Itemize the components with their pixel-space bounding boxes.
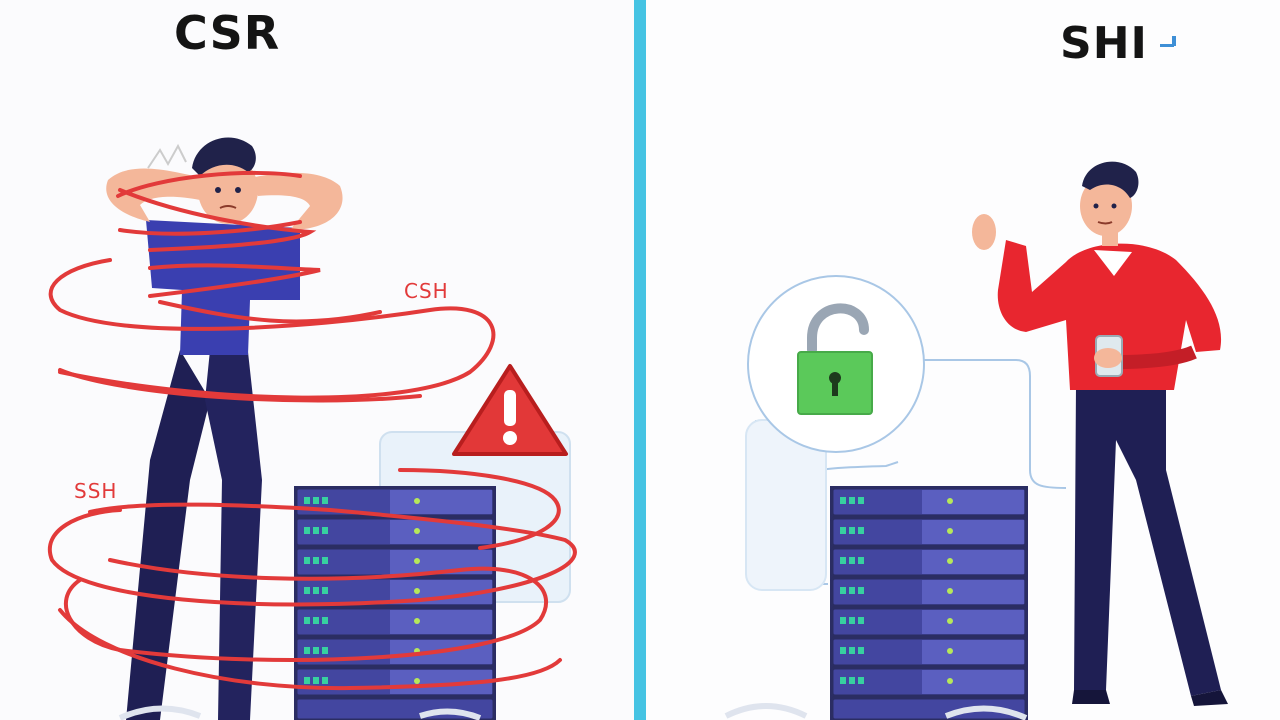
title-plug-icon (1160, 36, 1176, 47)
network-cable (745, 359, 1067, 591)
tangle-label-csh: CSH (404, 279, 449, 303)
server-rack-icon (830, 486, 1028, 720)
tangled-red-cables (47, 170, 577, 691)
left-panel: CSR (0, 0, 634, 720)
warning-icon (452, 364, 568, 456)
calm-person (972, 161, 1228, 706)
right-title: SHI (1060, 18, 1148, 69)
left-title: CSR (174, 6, 281, 60)
tangle-label-ssh: SSH (74, 479, 118, 503)
right-panel: SHI (646, 0, 1280, 720)
right-illustration (724, 36, 1228, 720)
left-illustration (47, 137, 577, 720)
unlocked-padlock-icon (747, 275, 925, 453)
panel-divider (634, 0, 646, 720)
